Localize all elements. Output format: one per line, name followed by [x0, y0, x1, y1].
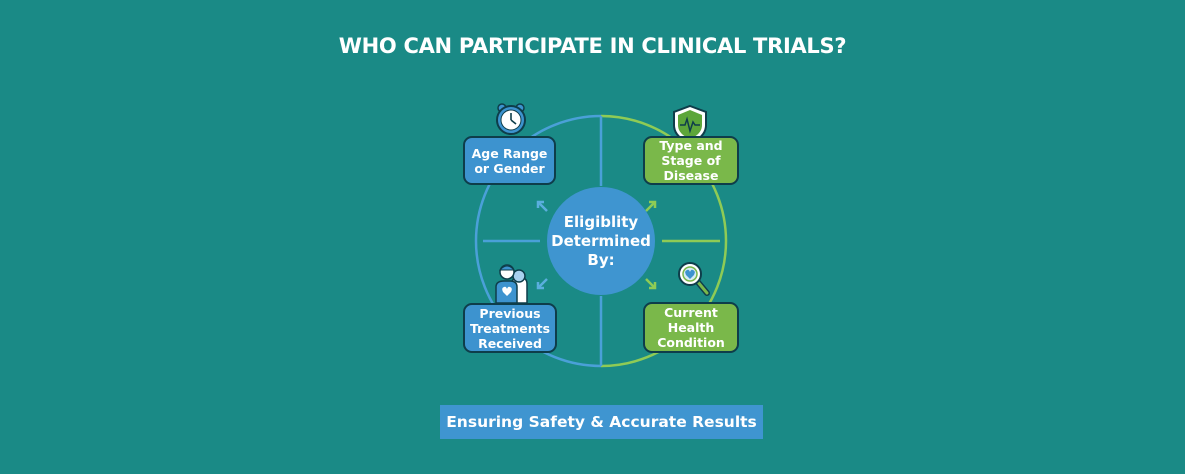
center-label: Eligiblity Determined By:: [551, 212, 651, 269]
factor-current-health: Current Health Condition: [643, 302, 739, 353]
eligibility-center-circle: Eligiblity Determined By:: [547, 187, 655, 295]
factor-label: Previous Treatments Received: [469, 305, 551, 351]
footer-label: Ensuring Safety & Accurate Results: [446, 413, 757, 431]
factor-label: Current Health Condition: [657, 305, 725, 350]
patient-caregiver-icon: [495, 264, 528, 304]
arrow-down-left-icon: [536, 278, 548, 290]
factor-previous-treatments: Previous Treatments Received: [463, 303, 557, 353]
factor-label: Type and Stage of Disease: [659, 138, 723, 183]
arrow-down-right-icon: [645, 278, 657, 290]
arrow-up-left-icon: [536, 200, 548, 212]
factor-label: Age Range or Gender: [471, 145, 548, 176]
factor-disease-type-stage: Type and Stage of Disease: [643, 136, 739, 185]
alarm-clock-icon: [496, 103, 526, 135]
arrow-up-right-icon: [645, 200, 657, 212]
magnifier-heart-icon: [678, 262, 710, 296]
footer-banner: Ensuring Safety & Accurate Results: [440, 405, 763, 439]
infographic-title: WHO CAN PARTICIPATE IN CLINICAL TRIALS?: [338, 34, 847, 58]
factor-age-gender: Age Range or Gender: [463, 136, 556, 185]
